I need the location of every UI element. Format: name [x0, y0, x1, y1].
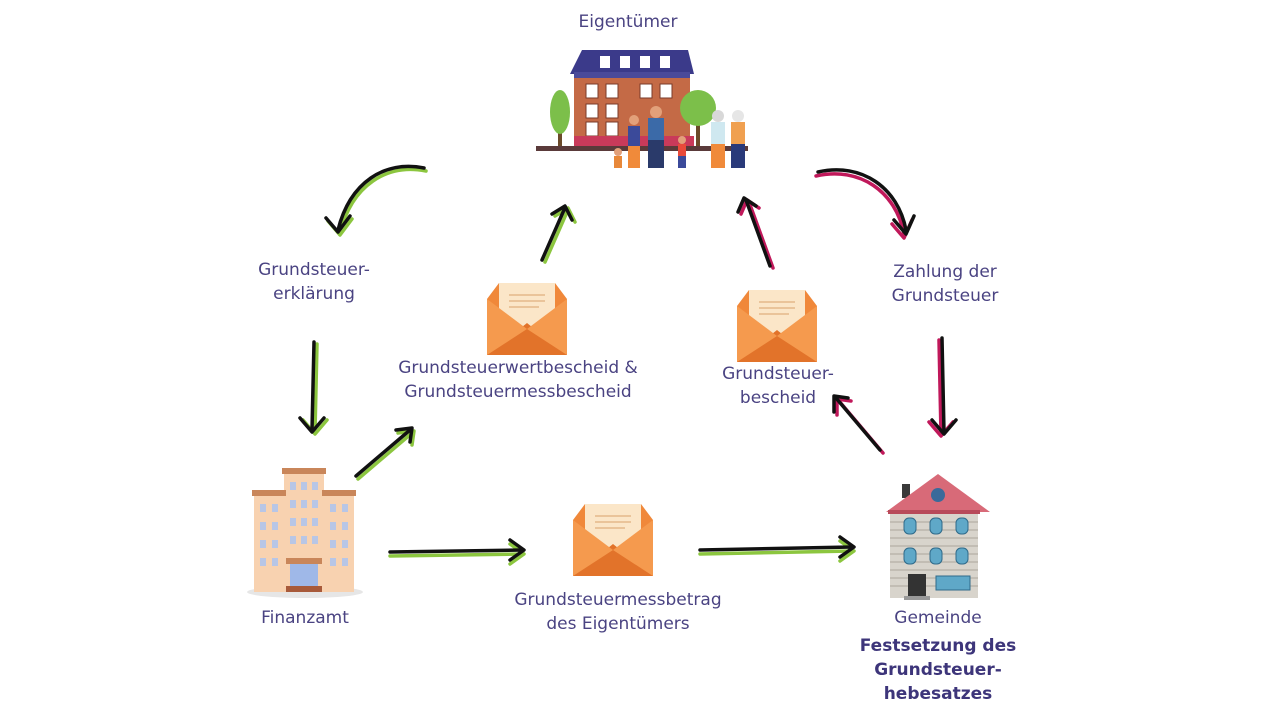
municipality-note-line3: hebesatzes [883, 684, 993, 704]
assessment-notice-line2: Grundsteuermessbescheid [404, 382, 632, 402]
owner-label: Eigentümer [579, 10, 678, 34]
owner-label-text: Eigentümer [578, 12, 678, 32]
municipality-note: Festsetzung des Grundsteuer- hebesatzes [860, 634, 1016, 706]
declaration-label-line1: Grundsteuer- [258, 260, 370, 280]
arrow-owner-to-payment [814, 168, 916, 240]
payment-label-line2: Grundsteuer [891, 286, 999, 306]
arrow-assessment-to-owner [540, 204, 577, 264]
assessment-notice-label: Grundsteuerwertbescheid & Grundsteuermes… [398, 356, 638, 404]
house-with-family-icon [536, 50, 748, 168]
town-house-icon [886, 474, 990, 600]
declaration-label-line2: erklärung [273, 284, 355, 304]
municipality-note-line2: Grundsteuer- [874, 660, 1002, 680]
arrow-tax-notice-to-owner [736, 196, 775, 270]
tax-notice-line2: bescheid [739, 388, 817, 408]
tax-notice-label: Grundsteuer- bescheid [722, 362, 834, 410]
municipality-label-text: Gemeinde [894, 608, 982, 628]
declaration-label: Grundsteuer- erklärung [258, 258, 370, 306]
arrow-finanzamt-to-base-amount [388, 538, 526, 566]
envelope-letter-icon [736, 285, 818, 363]
tax-office-label: Finanzamt [261, 606, 349, 630]
office-building-icon [247, 468, 363, 598]
arrow-finanzamt-to-assessment [354, 426, 416, 481]
arrow-payment-to-gemeinde [927, 336, 958, 438]
arrow-gemeinde-to-tax-notice [832, 394, 885, 455]
envelope-letter-icon [486, 278, 568, 356]
envelope-letter-icon [572, 499, 654, 577]
municipality-label: Gemeinde [894, 606, 981, 630]
tax-notice-line1: Grundsteuer- [722, 364, 834, 384]
arrow-declaration-to-finanzamt [298, 340, 329, 436]
payment-label: Zahlung der Grundsteuer [892, 260, 999, 308]
assessment-notice-line1: Grundsteuerwertbescheid & [398, 358, 638, 378]
base-amount-label: Grundsteuermessbetrag des Eigentümers [514, 588, 721, 636]
tax-office-label-text: Finanzamt [261, 608, 349, 628]
base-amount-line2: des Eigentümers [546, 614, 690, 634]
payment-label-line1: Zahlung der [893, 262, 997, 282]
arrow-owner-to-declaration [324, 164, 428, 237]
arrow-base-amount-to-gemeinde [698, 535, 856, 563]
municipality-note-line1: Festsetzung des [859, 636, 1017, 656]
base-amount-line1: Grundsteuermessbetrag [514, 590, 722, 610]
